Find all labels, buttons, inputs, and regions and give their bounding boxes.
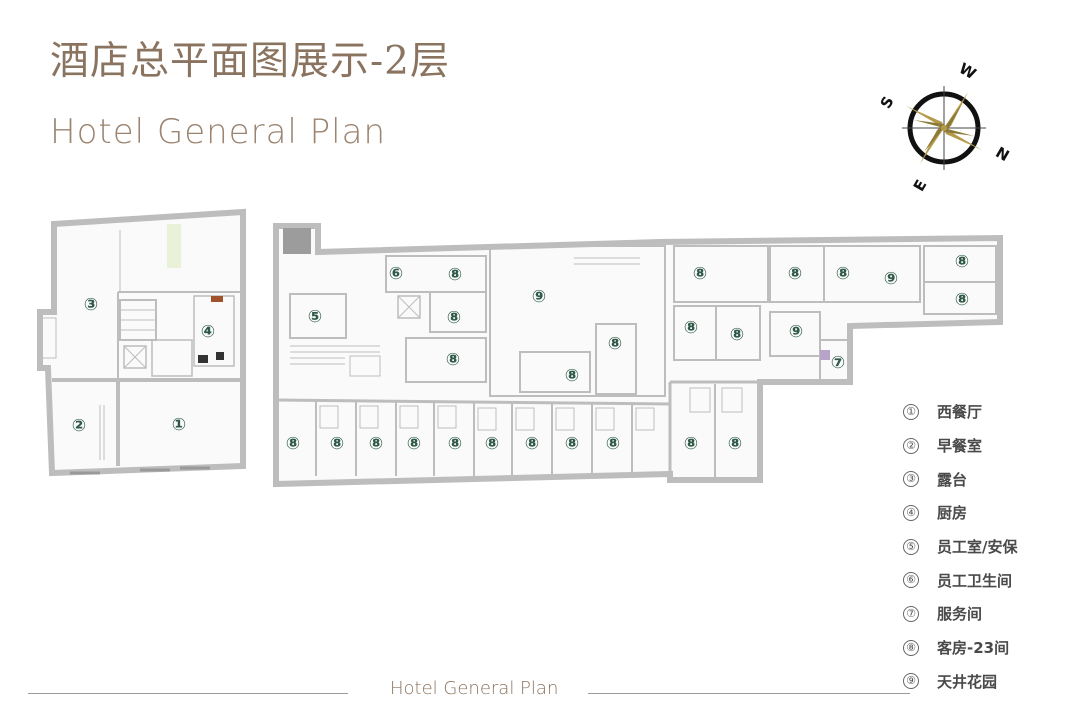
legend-number: ⑤ — [903, 538, 919, 555]
west-wing-plan — [37, 208, 246, 477]
legend-label: 早餐室 — [937, 437, 983, 456]
legend-number: ⑨ — [903, 673, 919, 690]
legend-label: 西餐厅 — [937, 403, 983, 422]
marker-courtyard-garden: ⑨ — [884, 269, 898, 289]
marker-service-room: ⑦ — [831, 353, 845, 373]
marker-guest-room: ⑧ — [955, 252, 969, 272]
legend-number: ② — [903, 437, 919, 454]
marker-staff-security: ⑤ — [308, 307, 322, 327]
marker-guest-room: ⑧ — [565, 434, 579, 454]
compass-letter-w: W — [956, 59, 980, 83]
marker-western-restaurant: ① — [172, 415, 186, 435]
marker-guest-room: ⑧ — [836, 264, 850, 284]
marker-guest-room: ⑧ — [369, 434, 383, 454]
compass-letter-s: S — [877, 93, 898, 111]
marker-guest-room: ⑧ — [286, 434, 300, 454]
marker-guest-room: ⑧ — [448, 434, 462, 454]
legend-item: ② 早餐室 — [903, 429, 1073, 463]
legend-number: ④ — [903, 504, 919, 521]
legend-number: ① — [903, 403, 919, 420]
legend-label: 员工室/安保 — [937, 538, 1018, 557]
marker-guest-room: ⑧ — [608, 334, 622, 354]
marker-courtyard-garden: ⑨ — [789, 322, 803, 342]
compass-rose-icon: W N E S — [877, 59, 1013, 194]
page-subtitle: Hotel General Plan — [50, 112, 387, 152]
footer-title: Hotel General Plan — [390, 678, 559, 699]
room-markers: ③ ④ ② ① ⑥ ⑤ ⑦ ⑨ ⑨ ⑨ ⑧ ⑧ ⑧ ⑧ ⑧ ⑧ ⑧ ⑧ ⑧ ⑧ … — [72, 252, 969, 454]
legend-label: 服务间 — [937, 605, 983, 624]
marker-guest-room: ⑧ — [684, 318, 698, 338]
marker-guest-room: ⑧ — [788, 264, 802, 284]
marker-staff-restroom: ⑥ — [389, 264, 403, 284]
marker-guest-room: ⑧ — [447, 308, 461, 328]
marker-guest-room: ⑧ — [407, 434, 421, 454]
legend-item: ⑥ 员工卫生间 — [903, 563, 1073, 597]
legend-item: ⑨ 天井花园 — [903, 665, 1073, 699]
footer-divider-left — [28, 693, 348, 694]
marker-guest-room: ⑧ — [693, 264, 707, 284]
marker-breakfast-room: ② — [72, 416, 86, 436]
main-building-plan — [273, 223, 1003, 488]
legend-label: 露台 — [937, 470, 968, 489]
legend: ① 西餐厅 ② 早餐室 ③ 露台 ④ 厨房 ⑤ 员工室/安保 ⑥ 员工卫生间 ⑦… — [903, 395, 1073, 698]
legend-item: ④ 厨房 — [903, 496, 1073, 530]
legend-label: 员工卫生间 — [937, 571, 1013, 590]
legend-number: ⑦ — [903, 605, 919, 622]
legend-item: ⑧ 客房-23间 — [903, 631, 1073, 665]
legend-number: ③ — [903, 471, 919, 488]
footer-divider-right — [588, 693, 910, 694]
legend-item: ① 西餐厅 — [903, 395, 1073, 429]
legend-item: ⑤ 员工室/安保 — [903, 530, 1073, 564]
compass-letter-e: E — [910, 177, 931, 195]
marker-guest-room: ⑧ — [606, 434, 620, 454]
legend-number: ⑥ — [903, 572, 919, 589]
marker-guest-room: ⑧ — [565, 366, 579, 386]
marker-guest-room: ⑧ — [684, 434, 698, 454]
marker-courtyard-garden: ⑨ — [532, 287, 546, 307]
marker-guest-room: ⑧ — [330, 434, 344, 454]
marker-guest-room: ⑧ — [728, 434, 742, 454]
legend-label: 客房-23间 — [937, 639, 1010, 658]
compass-letter-n: N — [993, 143, 1013, 165]
marker-kitchen: ④ — [201, 322, 215, 342]
marker-guest-room: ⑧ — [446, 350, 460, 370]
legend-item: ③ 露台 — [903, 462, 1073, 496]
marker-guest-room: ⑧ — [730, 325, 744, 345]
page-title: 酒店总平面图展示-2层 — [50, 39, 450, 84]
marker-guest-room: ⑧ — [485, 434, 499, 454]
marker-guest-room: ⑧ — [955, 290, 969, 310]
legend-number: ⑧ — [903, 639, 919, 656]
legend-label: 天井花园 — [937, 672, 998, 691]
marker-guest-room: ⑧ — [525, 434, 539, 454]
legend-label: 厨房 — [937, 504, 968, 523]
marker-terrace: ③ — [84, 295, 98, 315]
legend-item: ⑦ 服务间 — [903, 597, 1073, 631]
marker-guest-room: ⑧ — [448, 265, 462, 285]
